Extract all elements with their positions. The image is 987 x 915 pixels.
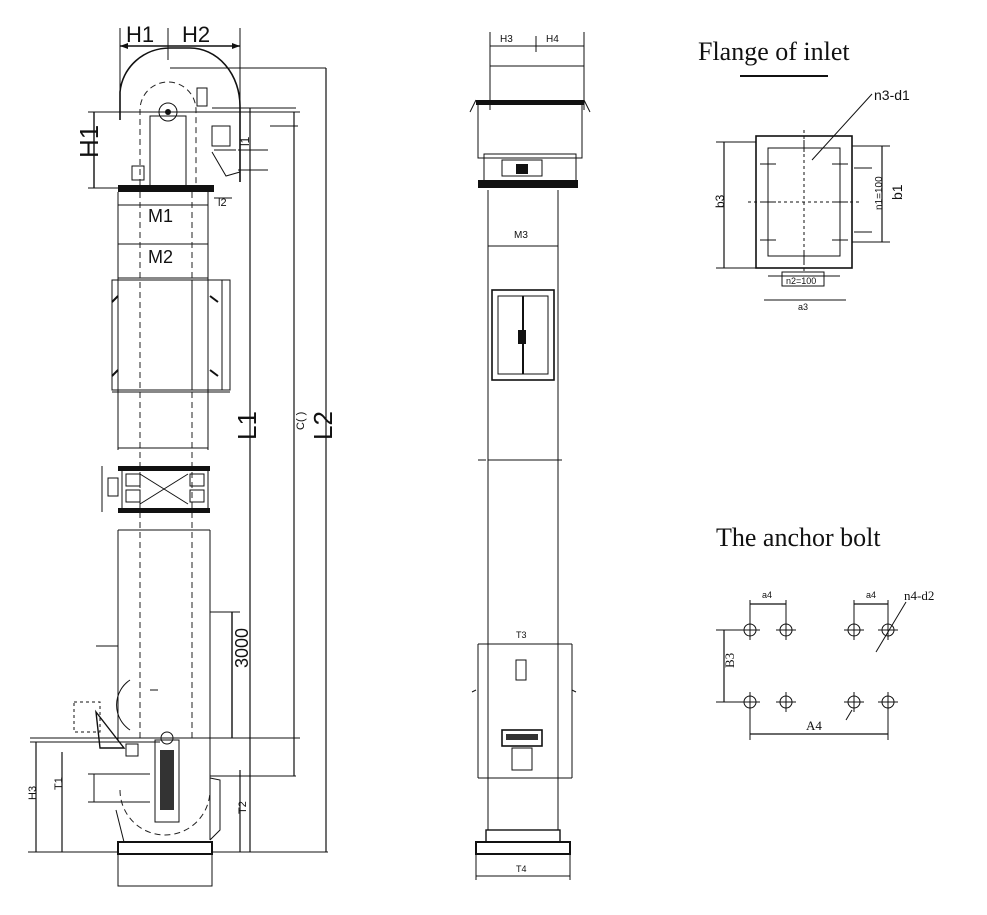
b3-flange-label: b3 xyxy=(713,194,727,208)
svg-text:H3: H3 xyxy=(500,34,513,45)
b1-label: b1 xyxy=(889,184,905,200)
a4-label: A4 xyxy=(806,718,822,733)
svg-text:l1: l1 xyxy=(238,136,252,146)
svg-text:a4: a4 xyxy=(866,590,876,600)
flange-title: Flange of inlet xyxy=(698,37,850,66)
c-label: C( ) xyxy=(295,412,307,430)
h2-top-label: H2 xyxy=(182,22,210,47)
m2-label: M2 xyxy=(148,247,173,267)
svg-text:T3: T3 xyxy=(516,630,527,640)
svg-text:a3: a3 xyxy=(798,302,808,312)
front-elevation-view: H1 H2 H1 l1 l2 M1 M2 xyxy=(27,22,338,887)
h1-top-label: H1 xyxy=(126,22,154,47)
anchor-title: The anchor bolt xyxy=(716,523,881,552)
m1-label: M1 xyxy=(148,206,173,226)
n1-label: n1=100 xyxy=(874,176,885,210)
svg-text:H3: H3 xyxy=(27,786,39,800)
svg-text:l2: l2 xyxy=(218,197,227,209)
l2-label: L2 xyxy=(308,411,338,440)
svg-text:T1: T1 xyxy=(53,777,65,790)
anchor-bolt-view: The anchor bolt a4 a4 n4-d2 B3 xyxy=(716,523,934,740)
n4-d2-label: n4-d2 xyxy=(904,588,934,603)
svg-text:T2: T2 xyxy=(237,801,249,814)
flange-of-inlet-view: Flange of inlet n3-d1 b3 b1 n1=100 n2=10… xyxy=(698,37,910,312)
l1-label: L1 xyxy=(232,411,262,440)
svg-text:T4: T4 xyxy=(516,864,527,874)
side-elevation-view: H3 H4 M3 T3 xyxy=(469,32,591,880)
n3-d1-label: n3-d1 xyxy=(874,87,910,103)
svg-text:M3: M3 xyxy=(514,230,528,241)
b3-label: B3 xyxy=(722,653,737,668)
anchor-bolt-holes xyxy=(740,620,898,712)
n2-label: n2=100 xyxy=(786,276,816,286)
h1-side-label: H1 xyxy=(74,125,104,158)
dim-3000-label: 3000 xyxy=(232,628,252,668)
svg-text:a4: a4 xyxy=(762,590,772,600)
svg-text:H4: H4 xyxy=(546,34,559,45)
